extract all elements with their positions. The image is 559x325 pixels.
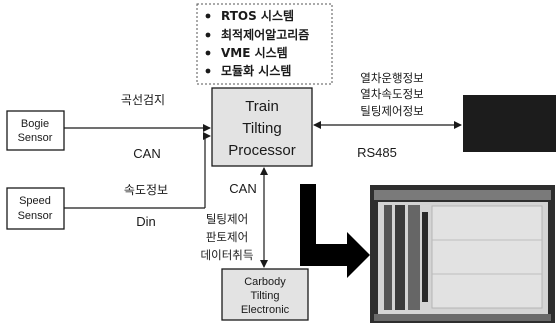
bogie-sensor-label-1: Bogie (21, 118, 49, 130)
rack-card-connector (422, 212, 428, 302)
processor-label-3: Processor (228, 142, 296, 159)
carbody-label-1: Carbody (244, 276, 286, 288)
carbody-frame (221, 268, 309, 321)
speed-signal-label: 속도정보 (124, 183, 168, 197)
display-unit-box (463, 95, 556, 152)
right-info-label-2: 열차속도정보 (360, 87, 423, 101)
speed-sensor-label-2: Sensor (18, 210, 53, 222)
feature-item: 최적제어알고리즘 (205, 27, 309, 42)
carbody-label-2: Tilting (251, 290, 280, 302)
right-info-label-3: 틸팅제어정보 (360, 104, 423, 118)
down-info-label-2: 판토제어 (206, 230, 248, 244)
bullet-icon (205, 32, 211, 38)
speed-protocol-label: Din (136, 214, 156, 229)
feature-list: RTOS 시스템 최적제어알고리즘 VME 시스템 모듈화 시스템 (196, 3, 333, 85)
feature-item: RTOS 시스템 (205, 8, 294, 23)
carbody-box: Carbody Tilting Electronic (221, 268, 309, 321)
speed-sensor-frame (6, 187, 65, 230)
rs485-label: RS485 (357, 145, 397, 160)
bullet-icon (205, 13, 211, 19)
l-shaped-arrow-icon (300, 184, 370, 278)
bullet-icon (205, 68, 211, 74)
rack-card-1 (384, 205, 392, 310)
feature-item-vme: VME 시스템 (221, 45, 288, 60)
speed-sensor-label-1: Speed (19, 195, 51, 207)
bogie-sensor-box: Bogie Sensor (6, 110, 65, 151)
speed-sensor-box: Speed Sensor (6, 187, 65, 230)
rack-top-rail (374, 190, 551, 200)
feature-item-module: 모듈화 시스템 (221, 63, 291, 78)
bullet-icon (205, 50, 211, 56)
down-info-label-3: 데이터취득 (201, 248, 254, 262)
hardware-rack-photo (370, 185, 555, 323)
feature-item: VME 시스템 (205, 45, 288, 60)
feature-item-rtos: RTOS 시스템 (221, 8, 294, 23)
rack-empty-slots (431, 205, 543, 309)
rack-bottom-rail (374, 314, 551, 321)
right-info-label-1: 열차운행정보 (360, 71, 423, 85)
down-info-label-1: 틸팅제어 (206, 212, 248, 226)
can-vertical-label: CAN (229, 181, 256, 196)
bogie-sensor-frame (6, 110, 65, 151)
rack-card-3 (408, 205, 420, 310)
rack-card-2 (395, 205, 405, 310)
bogie-signal-label: 곡선검지 (121, 93, 165, 107)
processor-box: Train Tilting Processor (211, 87, 313, 167)
feature-item-algorithm: 최적제어알고리즘 (221, 27, 309, 42)
feature-list-frame (196, 3, 333, 85)
processor-label-2: Tilting (242, 120, 281, 137)
processor-frame (211, 87, 313, 167)
processor-label-1: Train (245, 98, 279, 115)
bogie-sensor-label-2: Sensor (18, 132, 53, 144)
carbody-label-3: Electronic (241, 304, 290, 316)
bogie-protocol-label: CAN (133, 146, 160, 161)
feature-item: 모듈화 시스템 (205, 63, 291, 78)
